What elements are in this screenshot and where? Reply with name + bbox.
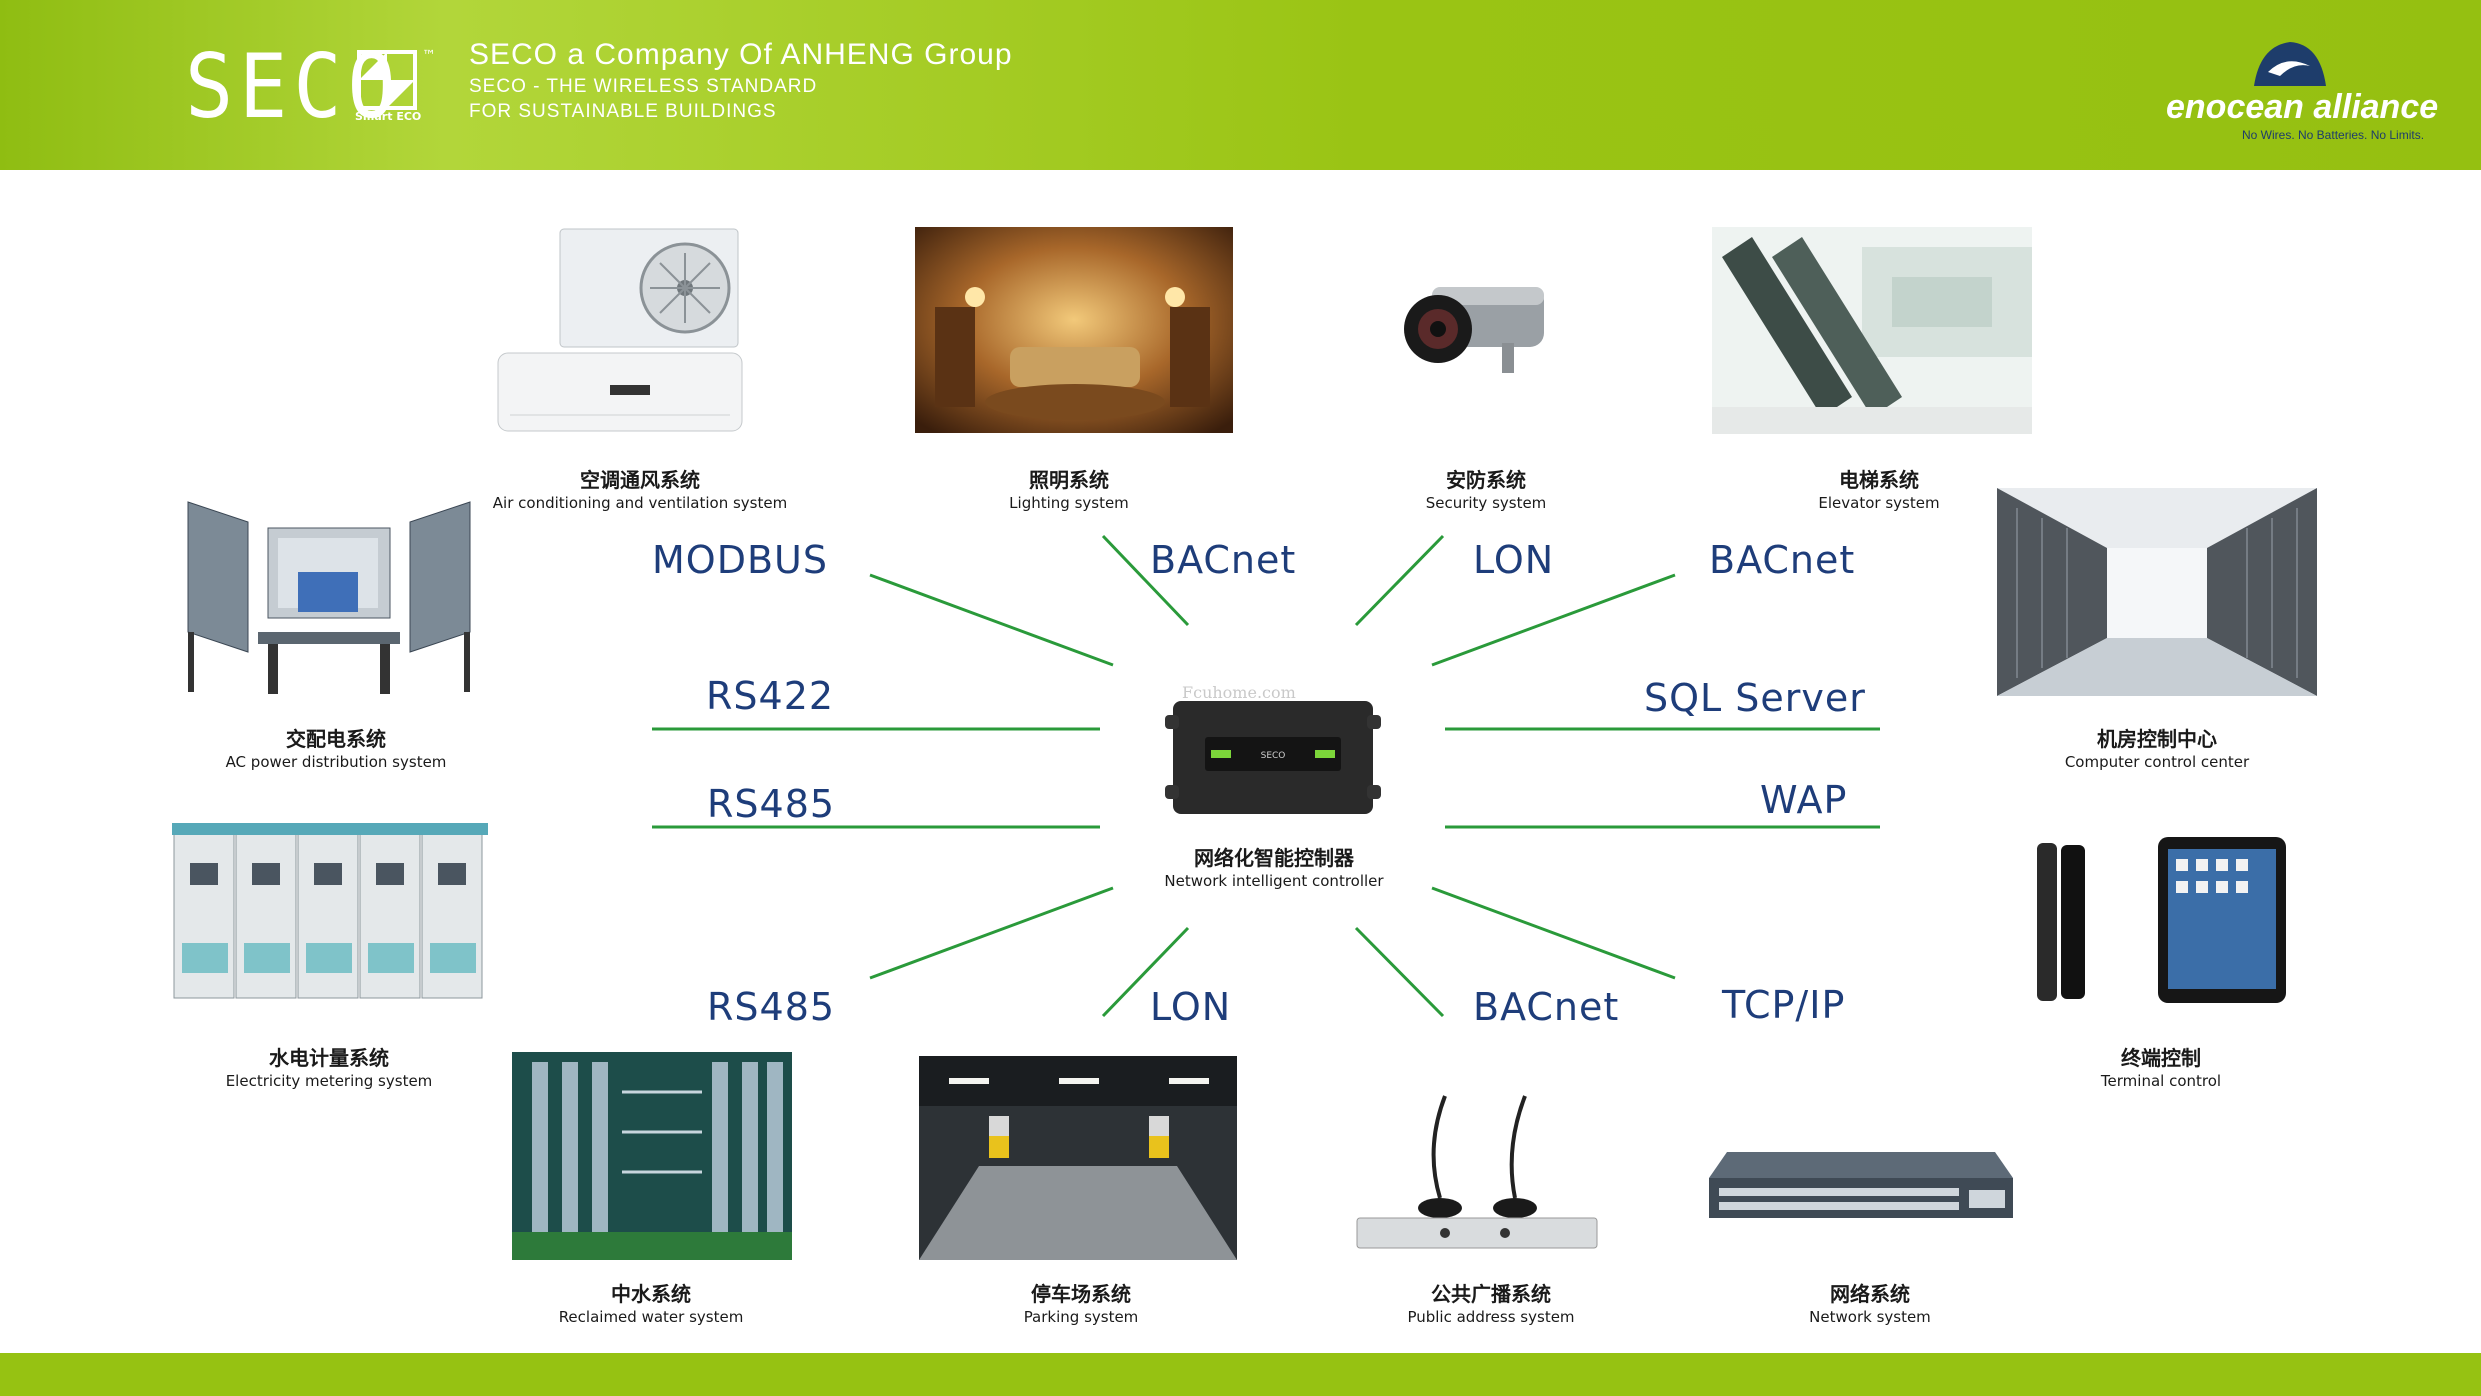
controller-caption-en: Network intelligent controller (1164, 872, 1384, 890)
caption-power: 交配电系统 AC power distribution system (126, 726, 546, 772)
security-camera-icon (1404, 287, 1544, 373)
protocol-sql-server: SQL Server (1644, 676, 1866, 720)
protocol-modbus: MODBUS (652, 538, 828, 582)
caption-network-zh: 网络系统 (1830, 1282, 1910, 1306)
caption-elevator-en: Elevator system (1818, 494, 1940, 512)
caption-security: 安防系统 Security system (1276, 467, 1696, 513)
caption-computer-zh: 机房控制中心 (2097, 727, 2217, 751)
caption-water-en: Reclaimed water system (558, 1308, 744, 1326)
microphone-icon (1356, 1095, 1598, 1249)
controller-device-label: SECO (1261, 751, 1286, 761)
protocol-lon-bottom: LON (1150, 985, 1232, 1029)
caption-pa-zh: 公共广播系统 (1431, 1282, 1551, 1306)
protocol-tcpip: TCP/IP (1722, 983, 1846, 1027)
protocol-lon-top: LON (1473, 538, 1555, 582)
controller-caption-zh: 网络化智能控制器 (1194, 846, 1354, 870)
controller-caption: 网络化智能控制器 Network intelligent controller (1064, 845, 1484, 891)
caption-water: 中水系统 Reclaimed water system (441, 1281, 861, 1327)
caption-ac-zh: 空调通风系统 (580, 468, 700, 492)
power-distribution-icon (187, 501, 471, 694)
water-treatment-icon (512, 1052, 792, 1260)
protocol-bacnet-top: BACnet (1150, 538, 1297, 582)
air-conditioner-icon (497, 228, 743, 432)
company-title: SECO a Company Of ANHENG Group (469, 38, 1013, 71)
watermark: Fcuhome.com (1182, 683, 1296, 702)
caption-computer-en: Computer control center (2064, 753, 2250, 771)
caption-parking-en: Parking system (1023, 1308, 1139, 1326)
tagline-2: FOR SUSTAINABLE BUILDINGS (469, 101, 777, 122)
line-bacnet-top-right (1431, 573, 1676, 667)
seco-logo-mark-icon (357, 50, 417, 110)
line-lon-top (1354, 534, 1445, 627)
caption-pa-en: Public address system (1407, 1308, 1575, 1326)
caption-network: 网络系统 Network system (1660, 1281, 2080, 1327)
caption-computer: 机房控制中心 Computer control center (1947, 726, 2367, 772)
seco-logo-sub: Smart ECO (355, 110, 422, 123)
caption-lighting-en: Lighting system (1009, 494, 1129, 512)
line-bacnet-top (1101, 534, 1190, 627)
line-rs485-bottom (869, 886, 1114, 980)
caption-power-en: AC power distribution system (225, 753, 447, 771)
server-room-icon (1997, 488, 2317, 696)
metering-cabinet-icon (172, 823, 488, 999)
caption-pa: 公共广播系统 Public address system (1281, 1281, 1701, 1327)
line-lon-bottom (1101, 926, 1190, 1018)
protocol-rs485-mid: RS485 (707, 782, 836, 826)
protocol-wap: WAP (1760, 778, 1848, 822)
caption-parking-zh: 停车场系统 (1031, 1282, 1131, 1306)
caption-elevator-zh: 电梯系统 (1839, 468, 1919, 492)
caption-elevator: 电梯系统 Elevator system (1669, 467, 2089, 513)
line-tcpip (1431, 886, 1676, 980)
lighting-room-icon (915, 227, 1233, 433)
phone-tablet-icon (2037, 837, 2286, 1003)
network-switch-icon (1709, 1152, 2013, 1218)
protocol-bacnet-top-right: BACnet (1709, 538, 1856, 582)
caption-terminal: 终端控制 Terminal control (1951, 1045, 2371, 1091)
enocean-alliance-name: enocean alliance (2166, 88, 2439, 126)
parking-garage-icon (919, 1056, 1237, 1260)
caption-lighting-zh: 照明系统 (1029, 468, 1109, 492)
caption-network-en: Network system (1809, 1308, 1931, 1326)
tagline-1: SECO - THE WIRELESS STANDARD (469, 76, 818, 97)
caption-metering: 水电计量系统 Electricity metering system (119, 1045, 539, 1091)
caption-security-zh: 安防系统 (1446, 468, 1526, 492)
enocean-slogan: No Wires. No Batteries. No Limits. (2242, 128, 2425, 142)
caption-metering-zh: 水电计量系统 (269, 1046, 389, 1070)
caption-parking: 停车场系统 Parking system (871, 1281, 1291, 1327)
protocol-rs422: RS422 (706, 674, 835, 718)
protocol-rs485-bottom: RS485 (707, 985, 836, 1029)
controller-device-icon: SECO (1165, 701, 1381, 814)
caption-terminal-en: Terminal control (2100, 1072, 2222, 1090)
caption-terminal-zh: 终端控制 (2121, 1046, 2201, 1070)
caption-lighting: 照明系统 Lighting system (859, 467, 1279, 513)
footer-bar (0, 1353, 2481, 1396)
caption-metering-en: Electricity metering system (225, 1072, 433, 1090)
line-bacnet-bottom (1354, 926, 1445, 1018)
caption-power-zh: 交配电系统 (286, 727, 386, 751)
caption-security-en: Security system (1425, 494, 1547, 512)
protocol-bacnet-bottom: BACnet (1473, 985, 1620, 1029)
enocean-dolphin-icon (2254, 42, 2326, 86)
escalator-icon (1712, 227, 2032, 434)
caption-ac-en: Air conditioning and ventilation system (492, 494, 788, 512)
trademark: ™ (422, 48, 436, 64)
caption-ac: 空调通风系统 Air conditioning and ventilation … (430, 467, 850, 513)
line-modbus (869, 573, 1114, 667)
caption-water-zh: 中水系统 (611, 1282, 691, 1306)
